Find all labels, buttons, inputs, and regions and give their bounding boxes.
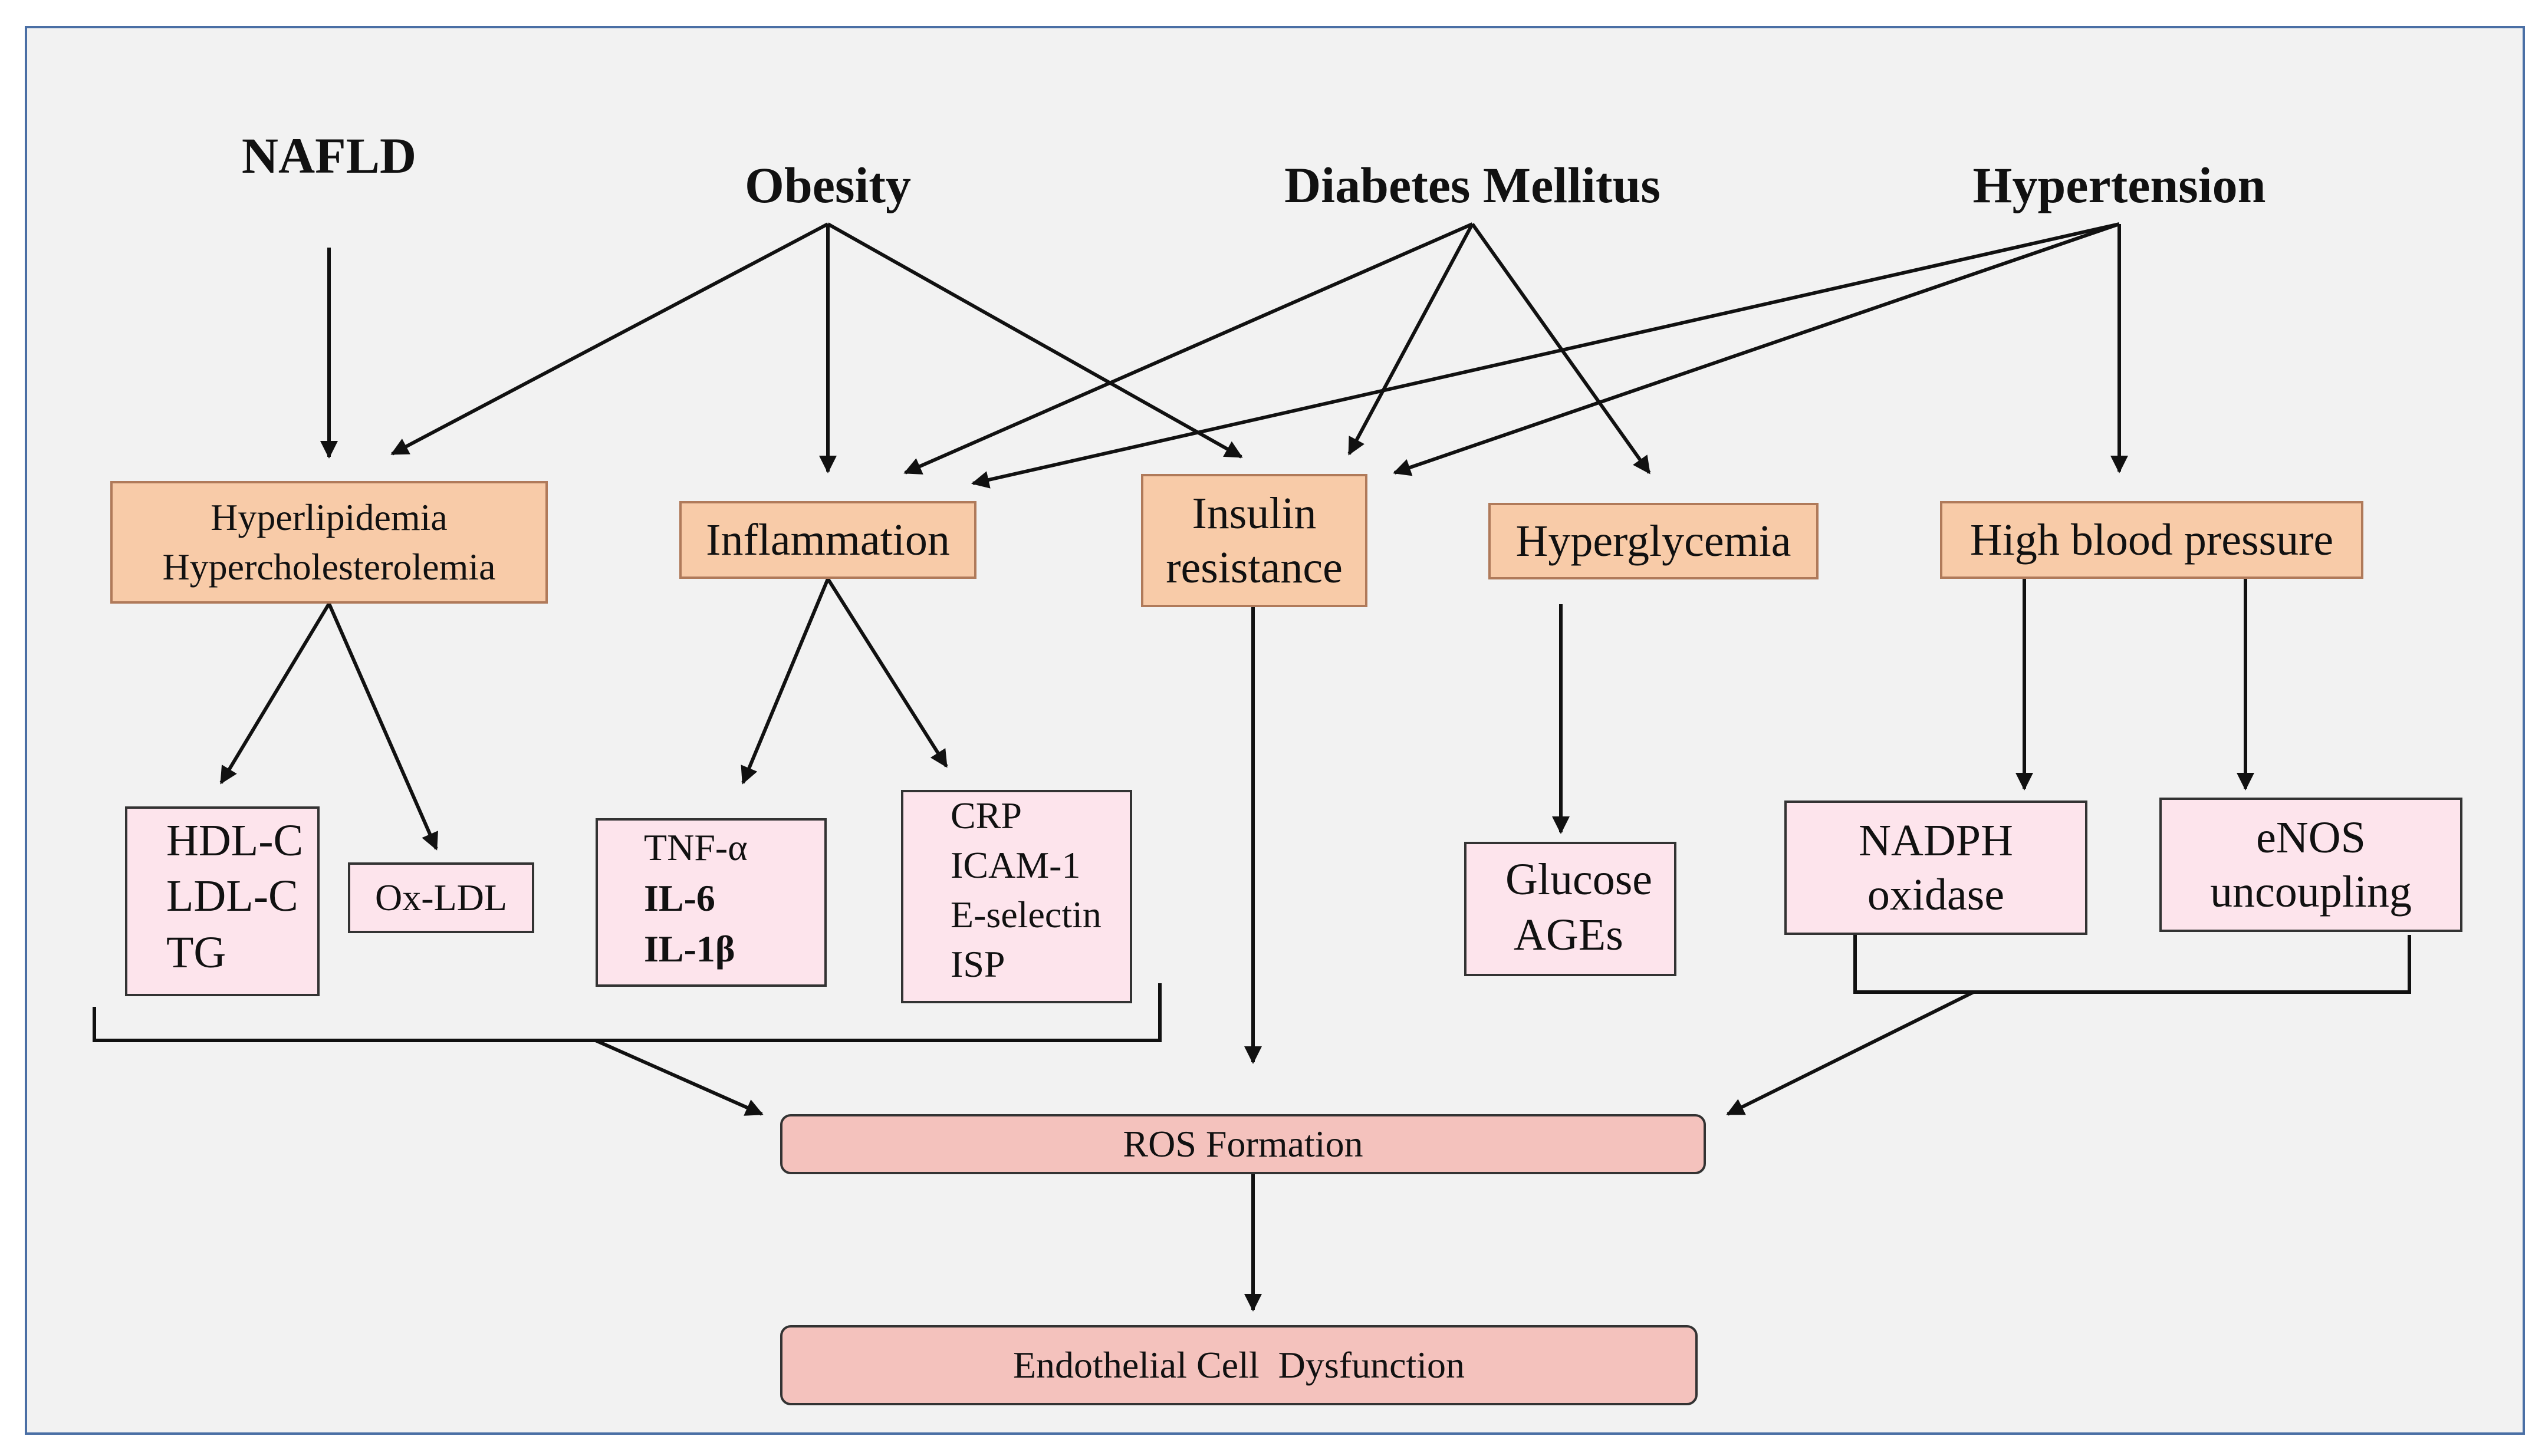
nadph-oxidase-box: NADPH oxidase [1784, 801, 2087, 935]
crp-label: CRP [951, 795, 1022, 836]
hyperlipidemia-box: Hyperlipidemia Hypercholesterolemia [110, 481, 548, 604]
endothelial-dysfunction-label: Endothelial Cell Dysfunction [1012, 1344, 1465, 1386]
tg-label: TG [166, 928, 226, 977]
hdl-c-label: HDL-C [166, 816, 304, 865]
resistance-label: resistance [1166, 543, 1343, 592]
hyperlipidemia-label: Hyperlipidemia [211, 496, 448, 538]
glucose-label: Glucose [1505, 855, 1653, 904]
ox-ldl-box: Ox-LDL [348, 862, 534, 933]
nafld-label: NAFLD [241, 127, 417, 184]
icam-1-label: ICAM-1 [951, 844, 1081, 886]
ages-label: AGEs [1514, 910, 1623, 960]
oxidase-label: oxidase [1867, 870, 2005, 920]
hypercholesterolemia-label: Hypercholesterolemia [162, 546, 496, 588]
ox-ldl-label: Ox-LDL [375, 877, 507, 918]
nafld-nash-header: NAFLD [223, 129, 435, 183]
endothelial-dysfunction-box: Endothelial Cell Dysfunction [780, 1325, 1698, 1405]
uncoupling-label: uncoupling [2210, 867, 2412, 917]
ros-formation-label: ROS Formation [1123, 1123, 1363, 1165]
cytokines-box: TNF-α IL-6 IL-1β [596, 818, 827, 987]
e-selectin-label: E-selectin [951, 894, 1101, 935]
high-blood-pressure-box: High blood pressure [1940, 501, 2363, 579]
diagram-frame [25, 26, 2525, 1435]
glucose-ages-box: Glucose AGEs [1464, 842, 1676, 976]
il-1beta-label: IL-1β [644, 928, 735, 970]
inflammation-label: Inflammation [706, 515, 950, 565]
inflammatory-markers-box: CRP ICAM-1 E-selectin ISP [901, 790, 1132, 1003]
ros-formation-box: ROS Formation [780, 1114, 1706, 1174]
hyperglycemia-box: Hyperglycemia [1488, 503, 1819, 579]
tnf-alpha-label: TNF-α [644, 826, 748, 868]
hyperglycemia-label: Hyperglycemia [1515, 516, 1791, 566]
il-6-label: IL-6 [644, 877, 715, 919]
insulin-resistance-box: Insulin resistance [1141, 474, 1367, 607]
diabetes-header: Diabetes Mellitus [1284, 157, 1661, 213]
enos-label: eNOS [2256, 813, 2366, 862]
hypertension-header: Hypertension [1972, 157, 2266, 213]
obesity-header: Obesity [745, 157, 911, 213]
inflammation-box: Inflammation [679, 501, 976, 579]
insulin-label: Insulin [1192, 489, 1317, 538]
isp-label: ISP [951, 943, 1005, 985]
ldl-c-label: LDL-C [166, 871, 298, 921]
nadph-label: NADPH [1859, 816, 2013, 865]
enos-uncoupling-box: eNOS uncoupling [2159, 798, 2462, 932]
lipid-profile-box: HDL-C LDL-C TG [125, 806, 320, 996]
high-blood-pressure-label: High blood pressure [1969, 515, 2334, 565]
